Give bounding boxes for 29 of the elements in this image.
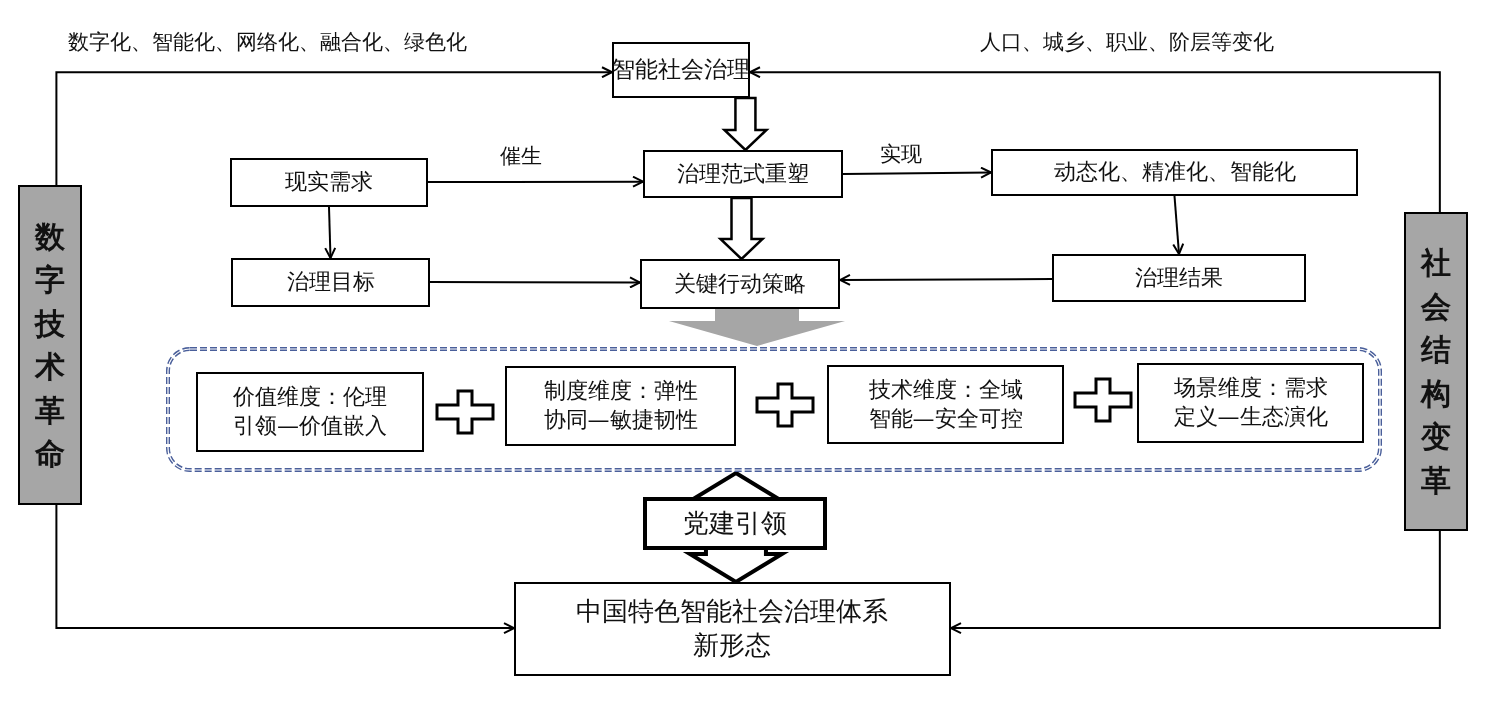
process-box: 技术维度：全域智能—安全可控 bbox=[827, 365, 1064, 444]
hollow-arrow bbox=[717, 196, 766, 261]
dashed-group-frame bbox=[165, 346, 1383, 473]
edge-label: 人口、城乡、职业、阶层等变化 bbox=[978, 28, 1276, 56]
process-box: 中国特色智能社会治理体系新形态 bbox=[514, 582, 951, 676]
arrow bbox=[55, 66, 613, 186]
vertical-bar: 数字技术革命 bbox=[18, 185, 82, 505]
arrow bbox=[55, 504, 515, 635]
process-box: 治理目标 bbox=[231, 258, 430, 307]
process-box: 现实需求 bbox=[230, 158, 428, 207]
arrow bbox=[839, 273, 1053, 286]
arrow bbox=[427, 175, 644, 188]
process-box: 治理结果 bbox=[1052, 254, 1306, 302]
label-box: 党建引领 bbox=[643, 497, 827, 550]
process-box: 动态化、精准化、智能化 bbox=[991, 149, 1358, 196]
arrow bbox=[429, 276, 641, 289]
arrow bbox=[950, 530, 1441, 635]
process-box: 场景维度：需求定义—生态演化 bbox=[1137, 363, 1364, 443]
process-box: 价值维度：伦理引领—价值嵌入 bbox=[196, 372, 424, 452]
arrow bbox=[1172, 195, 1185, 255]
process-box: 制度维度：弹性协同—敏捷韧性 bbox=[505, 366, 736, 446]
vertical-bar: 社会结构变革 bbox=[1404, 212, 1468, 531]
arrow bbox=[749, 66, 1441, 213]
hollow-arrow bbox=[721, 96, 770, 152]
arrow bbox=[324, 206, 337, 259]
process-box: 治理范式重塑 bbox=[643, 150, 843, 198]
arrow bbox=[842, 166, 992, 179]
process-box: 关键行动策略 bbox=[640, 259, 840, 309]
block-arrow bbox=[669, 309, 845, 346]
